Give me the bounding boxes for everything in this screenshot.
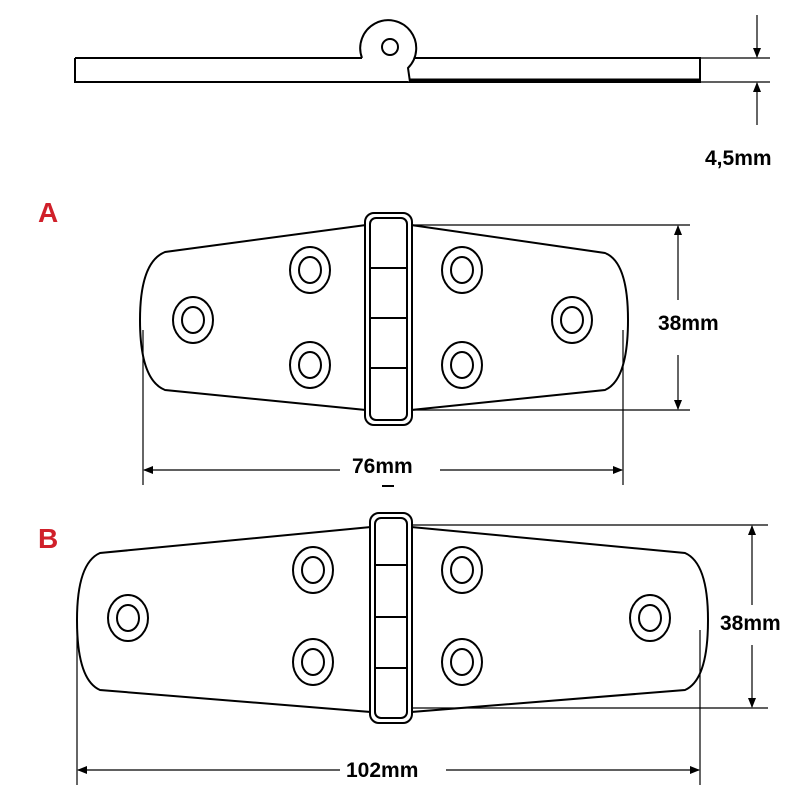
side-view: 4,5mm	[74, 15, 772, 170]
hinge-b-right-leaf	[410, 525, 710, 714]
hinge-b-width-label: 102mm	[346, 759, 418, 782]
side-pin-hole	[381, 38, 399, 56]
thickness-label: 4,5mm	[705, 147, 772, 170]
hinge-a: A 38mm 76mm	[38, 197, 719, 487]
hinge-a-height-label: 38mm	[658, 312, 719, 335]
hinge-a-width-label: 76mm	[352, 455, 413, 478]
hinge-b-screw-holes	[107, 546, 671, 686]
side-knuckle	[359, 19, 418, 83]
knuckle-segments	[370, 267, 407, 369]
knuckle-segments	[375, 564, 407, 669]
hinge-a-label: A	[38, 197, 58, 228]
side-right-leaf	[405, 57, 701, 83]
side-left-leaf	[74, 57, 410, 83]
hinge-b-height-label: 38mm	[720, 612, 781, 635]
hinge-b-label: B	[38, 523, 58, 554]
hinge-b-left-leaf	[75, 525, 372, 714]
hinge-a-right-leaf	[410, 223, 630, 412]
hinge-a-screw-holes	[172, 246, 593, 389]
hinge-b: B 38mm 102mm	[38, 512, 781, 785]
hinge-a-left-leaf	[138, 223, 367, 412]
